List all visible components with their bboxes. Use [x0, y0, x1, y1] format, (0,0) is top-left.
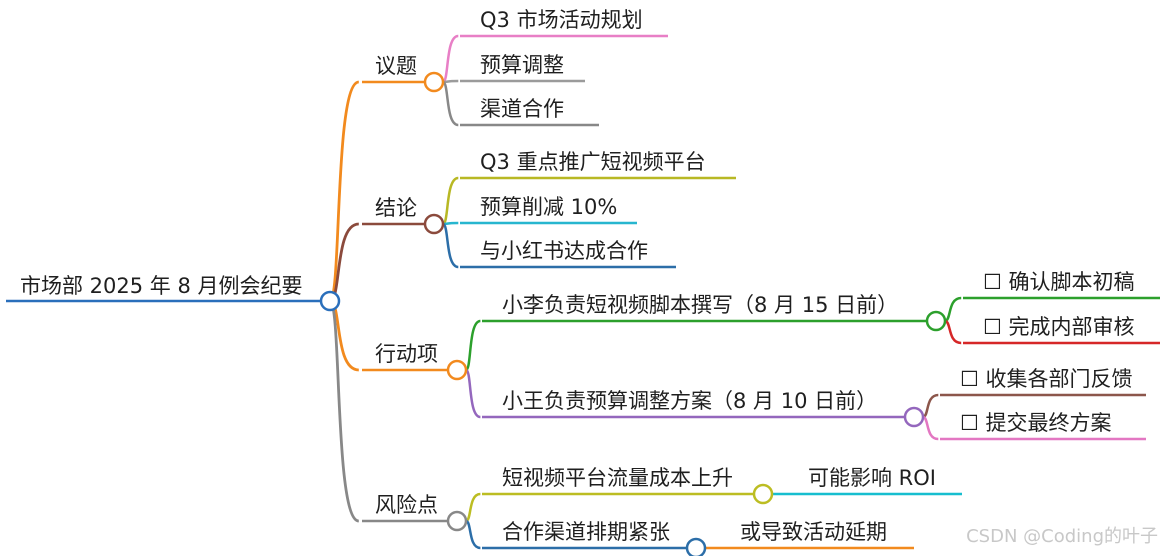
child-toggle-actions-0[interactable]	[925, 310, 947, 332]
child-connector-actions-1	[464, 368, 481, 419]
branch-topics[interactable]: 议题	[375, 54, 417, 78]
branch-connector-conclusions	[329, 222, 360, 303]
child-risks-0[interactable]: 短视频平台流量成本上升	[502, 466, 733, 490]
child-connector-actions-0	[464, 319, 481, 372]
branch-connector-topics	[328, 80, 360, 303]
child-connector-topics-0	[441, 34, 459, 84]
child-connector-conclusions-1	[442, 221, 459, 226]
branch-actions[interactable]: 行动项	[375, 342, 438, 366]
child-topics-2[interactable]: 渠道合作	[480, 97, 564, 121]
child-connector-topics-1	[442, 79, 459, 84]
child-conclusions-1[interactable]: 预算削减 10%	[480, 195, 618, 219]
child-connector-risks-0	[465, 492, 481, 523]
sub-connector-actions-0-1	[944, 319, 962, 345]
branch-connector-risks	[328, 299, 360, 523]
root-toggle[interactable]	[319, 290, 341, 312]
child-risks-1[interactable]: 合作渠道排期紧张	[502, 520, 670, 544]
branch-toggle-actions[interactable]	[446, 359, 468, 381]
child-connector-conclusions-0	[441, 176, 459, 226]
child-actions-0[interactable]: 小李负责短视频脚本撰写（8 月 15 日前）	[502, 293, 899, 317]
child-topics-1[interactable]: 预算调整	[480, 53, 564, 77]
child-connector-conclusions-2	[441, 222, 459, 269]
branch-toggle-topics[interactable]	[423, 71, 445, 93]
child-conclusions-2[interactable]: 与小红书达成合作	[480, 239, 648, 263]
subchild-actions-1-0[interactable]: ☐ 收集各部门反馈	[960, 367, 1133, 391]
watermark: CSDN @Coding的叶子	[966, 526, 1158, 547]
child-toggle-actions-1[interactable]	[903, 406, 925, 428]
root-node[interactable]: 市场部 2025 年 8 月例会纪要	[20, 274, 303, 298]
branch-risks[interactable]: 风险点	[375, 493, 438, 517]
child-toggle-risks-1[interactable]	[685, 537, 707, 556]
subchild-risks-0-0[interactable]: 可能影响 ROI	[808, 466, 936, 490]
child-connector-risks-1	[465, 519, 481, 550]
child-conclusions-0[interactable]: Q3 重点推广短视频平台	[480, 150, 706, 174]
child-actions-1[interactable]: 小王负责预算调整方案（8 月 10 日前）	[502, 389, 878, 413]
sub-connector-actions-1-1	[922, 415, 939, 441]
child-toggle-risks-0[interactable]	[752, 483, 774, 505]
sub-connector-actions-1-0	[922, 393, 939, 419]
child-topics-0[interactable]: Q3 市场活动规划	[480, 8, 643, 32]
branch-toggle-conclusions[interactable]	[423, 213, 445, 235]
subchild-actions-0-1[interactable]: ☐ 完成内部审核	[983, 315, 1135, 339]
branch-toggle-risks[interactable]	[446, 510, 468, 532]
subchild-risks-1-0[interactable]: 或导致活动延期	[740, 520, 887, 544]
branch-conclusions[interactable]: 结论	[375, 196, 417, 220]
child-connector-topics-2	[441, 80, 459, 127]
sub-connector-actions-0-0	[944, 296, 962, 323]
subchild-actions-0-0[interactable]: ☐ 确认脚本初稿	[983, 270, 1135, 294]
subchild-actions-1-1[interactable]: ☐ 提交最终方案	[960, 411, 1112, 435]
